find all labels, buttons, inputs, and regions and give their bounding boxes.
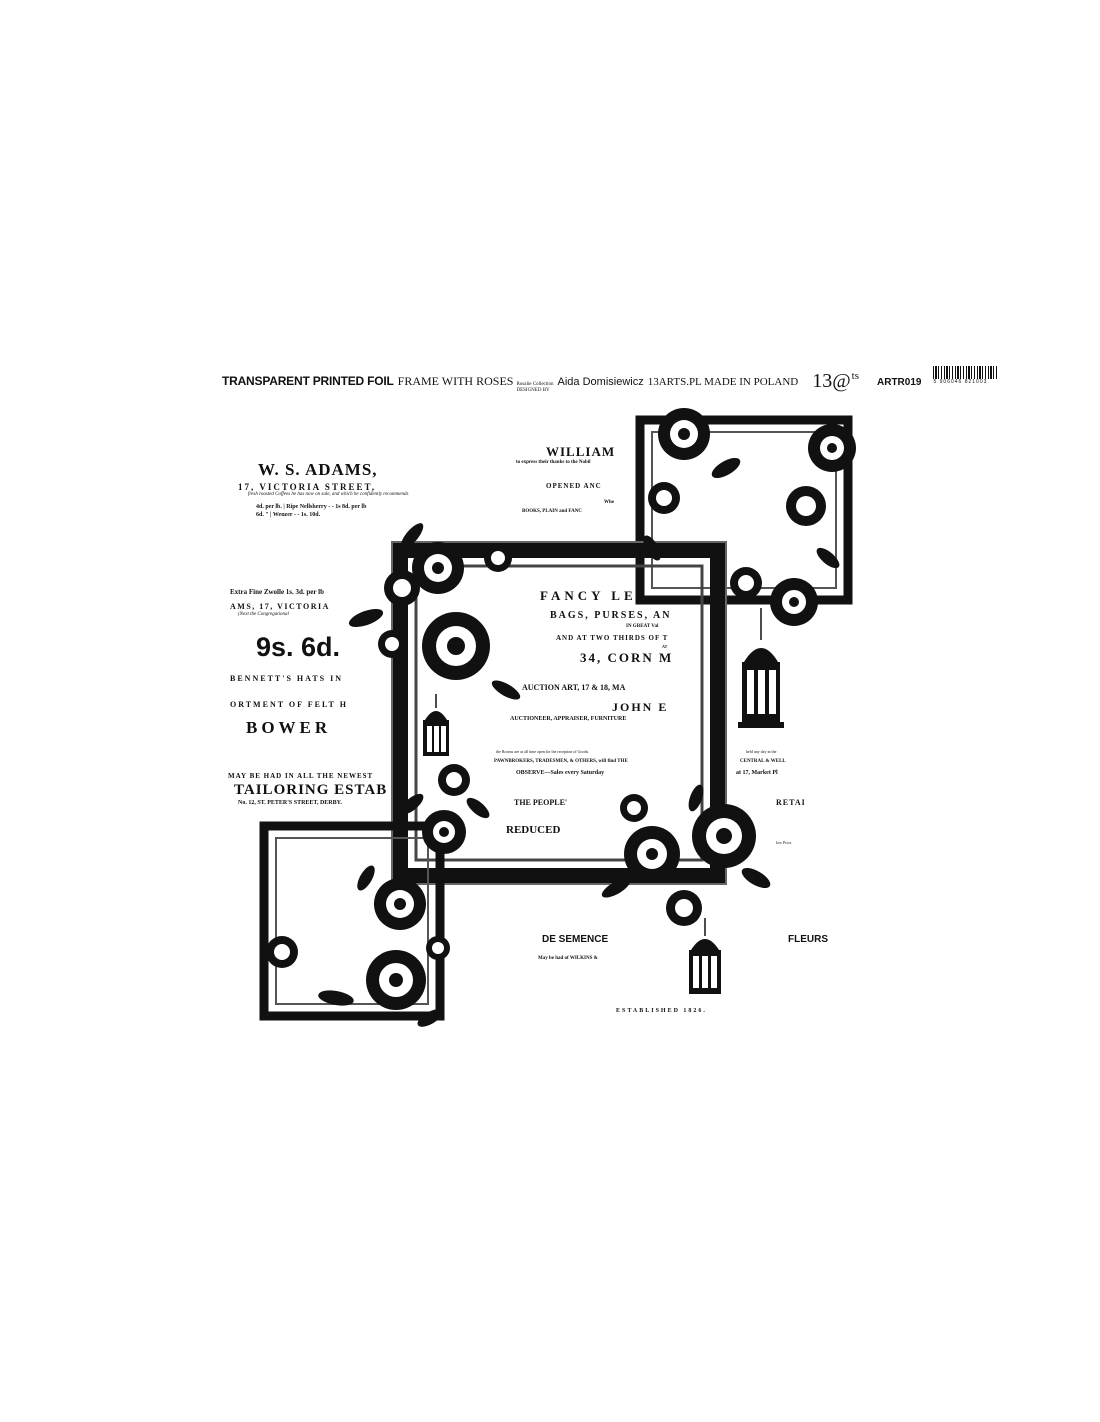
text-established: ESTABLISHED 1826. xyxy=(616,1008,707,1014)
barcode-bars xyxy=(933,366,1000,379)
text-de-semence: DE SEMENCE xyxy=(542,934,609,945)
text-opened-and: OPENED ANC xyxy=(546,482,602,490)
text-observe: OBSERVE—Sales every Saturday xyxy=(516,770,605,776)
text-extra-fine: Extra Fine Zwolle 1s. 3d. per lb xyxy=(230,588,324,596)
product-code: ARTR019 xyxy=(877,377,922,388)
text-market-place: at 17, Market Pl xyxy=(736,770,778,776)
barcode: 5 906046 821003 xyxy=(933,366,1000,385)
text-held-any-day: held any day in the xyxy=(746,749,777,754)
barcode-number: 5 906046 821003 xyxy=(933,379,988,385)
lanterns xyxy=(423,608,784,994)
lantern-right xyxy=(738,608,784,728)
text-in-great-variety: IN GREAT Val xyxy=(626,624,659,629)
rose-clusters xyxy=(266,408,856,1027)
text-wilkins: May be had of WILKINS & xyxy=(538,956,598,961)
product-type: TRANSPARENT PRINTED FOIL xyxy=(222,374,394,388)
brand-logo: 13@ts xyxy=(812,370,859,393)
text-corn-market: 34, CORN M xyxy=(580,650,674,665)
logo-sub: ts xyxy=(851,370,859,383)
text-auction: AUCTION ART, 17 & 18, MA xyxy=(522,683,626,692)
text-john: JOHN E xyxy=(612,700,669,714)
text-price-line-2: 6d. " | Wenzer - - 1s. 10d. xyxy=(256,512,321,518)
text-fresh-roasted: fresh roasted Coffees he has now on sale… xyxy=(248,492,409,497)
text-pawnbrokers: PAWNBROKERS, TRADESMEN, & OTHERS, will f… xyxy=(494,759,628,764)
text-william: WILLIAM xyxy=(546,444,616,459)
designed-by-block: Rosalie Collection DESIGNED BY xyxy=(516,382,553,394)
foil-artwork: W. S. ADAMS, 17, VICTORIA STREET, fresh … xyxy=(216,408,876,1054)
designer-name: Aida Domisiewicz xyxy=(557,376,644,388)
product-header: TRANSPARENT PRINTED FOIL FRAME WITH ROSE… xyxy=(222,366,1000,398)
designed-by-label: DESIGNED BY xyxy=(516,388,550,393)
text-at-small: AT xyxy=(662,644,668,649)
text-st-peters: No. 12, ST. PETER'S STREET, DERBY. xyxy=(238,800,342,806)
text-whe: Whe xyxy=(604,500,614,505)
site-line: 13ARTS.PL MADE IN POLAND xyxy=(647,376,799,388)
text-ortment-felt: ORTMENT OF FELT H xyxy=(230,700,348,709)
text-bower: BOWER xyxy=(246,718,332,737)
text-ws-adams: W. S. ADAMS, xyxy=(258,460,378,479)
text-may-be-had: MAY BE HAD IN ALL THE NEWEST xyxy=(228,772,374,780)
text-bennetts-hats: BENNETT'S HATS IN xyxy=(230,674,343,683)
text-express-thanks: to express their thanks to the Nobil xyxy=(516,460,591,465)
text-reduced: REDUCED xyxy=(506,824,561,836)
text-victoria-street: 17, VICTORIA STREET, xyxy=(238,482,377,492)
product-name: FRAME WITH ROSES xyxy=(397,374,514,388)
text-price-line-1: 4d. per lb. | Ripe Nellsherry - - 1s 8d.… xyxy=(256,504,367,510)
text-central-well: CENTRAL & WELL xyxy=(740,759,786,764)
text-tailoring: TAILORING ESTAB xyxy=(234,782,388,798)
text-at-two-thirds: AND AT TWO THIRDS OF T xyxy=(556,634,669,642)
collection-label: Rosalie Collection xyxy=(516,382,554,387)
text-books-plain: BOOKS, PLAIN and FANC xyxy=(522,509,582,514)
central-frame xyxy=(391,541,727,885)
text-fleurs: FLEURS xyxy=(788,934,828,945)
bottom-left-frame xyxy=(259,821,445,1021)
logo-main: 13@ xyxy=(812,370,851,392)
lantern-bottom xyxy=(689,918,721,994)
text-retail: RETAI xyxy=(776,798,806,807)
text-the-people: THE PEOPLE' xyxy=(514,798,568,807)
text-nine-shillings: 9s. 6d. xyxy=(256,632,341,662)
text-bags-purses: BAGS, PURSES, AN xyxy=(550,610,672,621)
text-ams-victoria: AMS, 17, VICTORIA xyxy=(230,602,330,611)
text-fancy: FANCY LE xyxy=(540,588,637,603)
lantern-center-left xyxy=(423,694,449,756)
text-rooms-open: the Rooms are at all time open for the r… xyxy=(496,749,590,754)
text-auctioneer: AUCTIONEER, APPRAISER, FURNITURE xyxy=(510,716,627,722)
text-low-price: low Price. xyxy=(776,840,793,845)
frames-and-roses-illustration xyxy=(259,408,856,1027)
text-next-congregational: (Next the Congregational xyxy=(238,612,289,617)
